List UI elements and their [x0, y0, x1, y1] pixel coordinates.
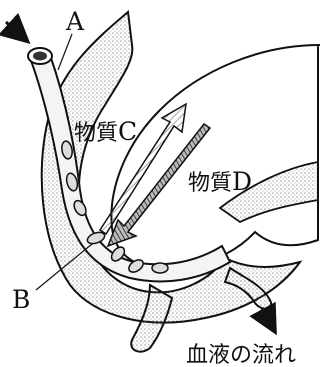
label-a-pointer: [58, 34, 72, 70]
label-a: A: [65, 7, 85, 36]
blood-flow-arrow: [262, 308, 274, 330]
substance-c-prefix: 物質: [74, 121, 118, 146]
capillary-opening-inner: [33, 52, 47, 61]
substance-c-label: 物質C: [74, 117, 137, 146]
substance-d-prefix: 物質: [188, 171, 232, 196]
inflow-arrow: [6, 22, 26, 40]
alveolus-cavity: [111, 45, 320, 269]
red-blood-cell: [152, 263, 168, 273]
substance-c-letter: C: [118, 117, 137, 146]
label-b: B: [12, 285, 30, 314]
substance-d-letter: D: [232, 167, 252, 196]
substance-d-label: 物質D: [188, 167, 252, 196]
blood-flow-label: 血液の流れ: [186, 343, 296, 367]
